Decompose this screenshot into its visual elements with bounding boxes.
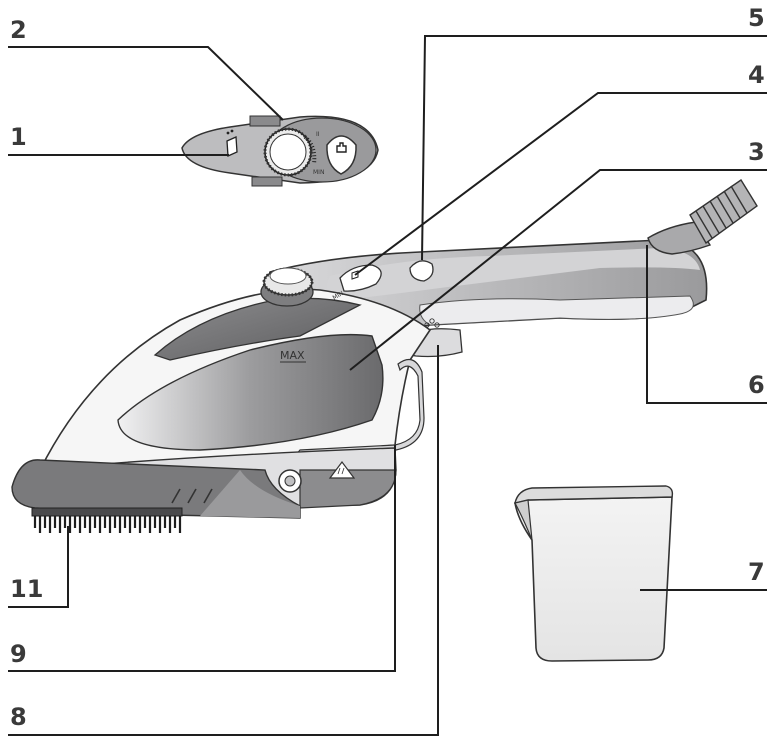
callout-11: 11	[10, 575, 43, 603]
cup-spout	[514, 499, 533, 541]
callout-5: 5	[748, 4, 765, 32]
leader-6	[646, 245, 767, 404]
water-tank	[117, 333, 384, 451]
hose	[689, 179, 758, 245]
callout-4: 4	[748, 61, 765, 89]
scale-marks: II MIN	[303, 131, 324, 176]
steam-trigger[interactable]	[409, 260, 434, 282]
temperature-dial[interactable]	[260, 267, 314, 307]
vent-slots	[171, 488, 213, 504]
leader-5	[421, 35, 767, 261]
steam-button-icon	[336, 142, 347, 153]
upper-dark-panel	[153, 297, 362, 361]
callout-numbers: 1 2 3 4 5 6 7 8 9 11	[10, 4, 765, 731]
callout-7: 7	[748, 558, 765, 586]
steam-symbol	[424, 318, 440, 328]
temperature-dial-top[interactable]	[263, 127, 313, 177]
leader-lines	[8, 35, 767, 736]
dial-scale-label: MIN	[332, 290, 345, 302]
leader-8	[8, 345, 439, 736]
bristles	[31, 507, 183, 533]
callout-2: 2	[10, 16, 27, 44]
leader-2	[8, 46, 284, 121]
steamer-body: MAX MIN	[11, 179, 758, 533]
callout-1: 1	[10, 123, 27, 151]
callout-8: 8	[10, 703, 27, 731]
hot-surface-warning-icon	[328, 461, 356, 479]
scale-mark-label: MIN	[313, 169, 324, 176]
brush-release-knob[interactable]	[278, 469, 302, 493]
leader-4	[354, 92, 767, 276]
cup-body	[514, 496, 673, 662]
brush-housing-light	[200, 470, 300, 518]
callout-9: 9	[10, 640, 27, 668]
callout-3: 3	[748, 138, 765, 166]
lock-icon	[351, 270, 359, 280]
steam-lock-slider[interactable]	[339, 264, 382, 292]
hose-connector	[647, 221, 712, 255]
leader-3	[349, 169, 767, 371]
leader-11	[8, 526, 69, 608]
steam-button[interactable]	[326, 135, 357, 175]
control-panel-detail: II MIN	[181, 115, 379, 187]
handle-underside	[419, 295, 694, 326]
callout-6: 6	[748, 371, 765, 399]
max-marking: MAX	[280, 349, 305, 362]
cup-rim	[514, 485, 674, 504]
leader-9	[8, 445, 396, 672]
measuring-cup	[514, 485, 674, 662]
control-panel-clip-top	[249, 115, 281, 127]
scale-mark-label: II	[316, 131, 320, 138]
steam-lock-icon	[226, 129, 238, 157]
control-panel-clip-bottom	[251, 176, 283, 187]
